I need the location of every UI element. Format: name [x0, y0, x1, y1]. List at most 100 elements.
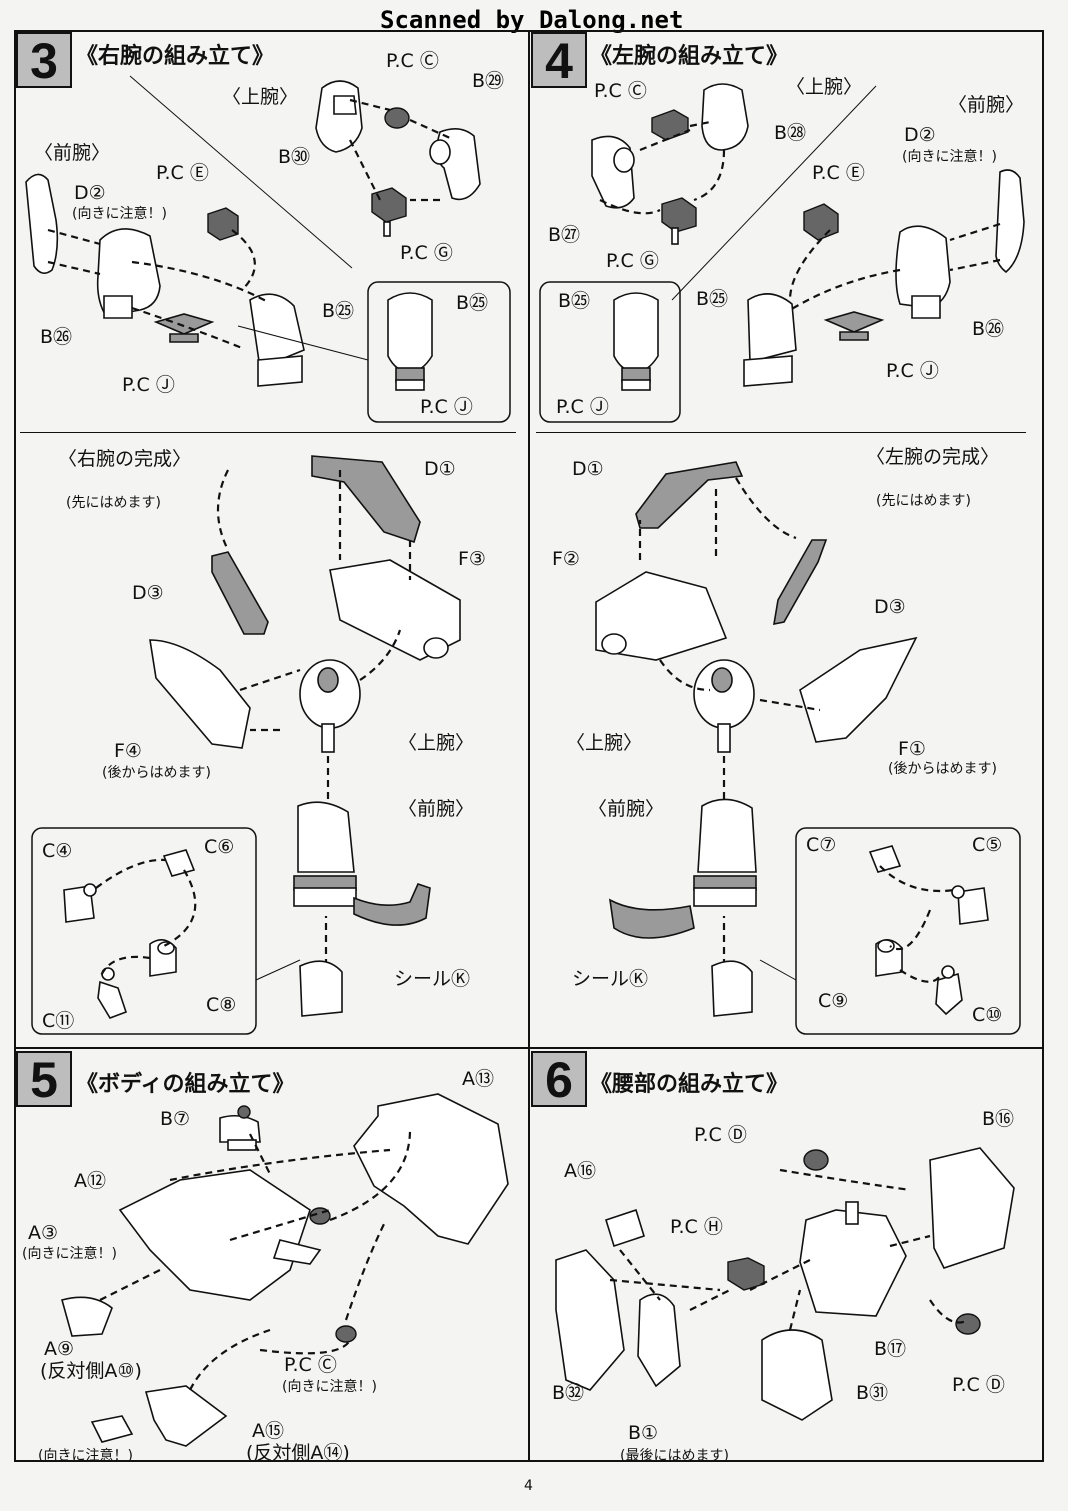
- step-6-title: 《腰部の組み立て》: [590, 1072, 789, 1097]
- l-f2-label: F②: [552, 548, 580, 570]
- r-f4-label: F④: [114, 740, 142, 762]
- s3-b26-label: B㉖: [40, 326, 73, 348]
- s6-b32-label: B㉜: [552, 1382, 585, 1404]
- step-3-number: 3: [16, 32, 72, 88]
- r-c6-label: C⑥: [204, 836, 235, 858]
- step-6-number: 6: [531, 1051, 587, 1107]
- r-upper-label: 〈上腕〉: [398, 732, 475, 754]
- s6-b1-label: B①: [628, 1422, 659, 1444]
- s6-pcd-bottom-label: P.C Ⓓ: [952, 1374, 1005, 1396]
- l-c10-label: C⑩: [972, 1004, 1003, 1026]
- s5-caution2-label: (向きに注意！): [282, 1379, 377, 1395]
- step3-inset-part: [387, 292, 433, 391]
- right-arm-complete-parts: [149, 455, 461, 1017]
- s3-forearm-label: 〈前腕〉: [34, 142, 111, 164]
- lower-divider: [14, 1047, 1044, 1049]
- left-arm-hands: [868, 845, 989, 1016]
- s4-upper-arm-label: 〈上腕〉: [786, 76, 863, 98]
- s5-a13-label: A⑬: [462, 1068, 494, 1090]
- l-f1-label: F①: [898, 738, 926, 760]
- l-upper-label: 〈上腕〉: [566, 732, 643, 754]
- s3-pcc-label: P.C Ⓒ: [386, 50, 439, 72]
- step-5-number: 5: [16, 1051, 72, 1107]
- step6-waist-parts: [555, 1147, 1015, 1421]
- l-first-label: (先にはめます): [876, 493, 971, 509]
- s4-pcj-label: P.C Ⓙ: [886, 360, 939, 382]
- step-4-title: 《左腕の組み立て》: [590, 44, 789, 69]
- s4-b25-label: B㉕: [696, 288, 729, 310]
- s3-inset-pcj-label: P.C Ⓙ: [420, 396, 473, 418]
- l-forearm-label: 〈前腕〉: [588, 798, 665, 820]
- s3-pcj-label: P.C Ⓙ: [122, 374, 175, 396]
- s3-b25-label: B㉕: [322, 300, 355, 322]
- l-c5-label: C⑤: [972, 834, 1003, 856]
- step3-inner-divider: [20, 432, 516, 433]
- l-d1-label: D①: [572, 458, 604, 480]
- s5-caution3-label: (向きに注意！): [38, 1448, 133, 1464]
- s6-pcd-top-label: P.C Ⓓ: [694, 1124, 747, 1146]
- r-seal-label: シールⓀ: [394, 968, 471, 990]
- l-d3-label: D③: [874, 596, 906, 618]
- s4-b26-label: B㉖: [972, 318, 1005, 340]
- s3-upper-arm-label: 〈上腕〉: [222, 86, 299, 108]
- s4-inset-b25-label: B㉕: [558, 290, 591, 312]
- s6-b31-label: B㉛: [856, 1382, 889, 1404]
- step4-upper-arm-parts: [591, 83, 749, 245]
- s5-opp-a10-label: (反対側A⑩): [40, 1360, 142, 1382]
- r-f3-label: F③: [458, 548, 486, 570]
- s5-opp-a14-label: (反対側A⑭): [246, 1442, 350, 1464]
- s5-a9-label: A⑨: [44, 1338, 75, 1360]
- s4-b28-label: B㉘: [774, 122, 807, 144]
- s5-a12-label: A⑫: [74, 1170, 106, 1192]
- center-divider: [528, 30, 530, 1462]
- r-d3-label: D③: [132, 582, 164, 604]
- r-forearm-label: 〈前腕〉: [398, 798, 475, 820]
- s3-pce-label: P.C Ⓔ: [156, 162, 209, 184]
- left-arm-complete-label: 〈左腕の完成〉: [866, 446, 1000, 468]
- s3-b29-label: B㉙: [472, 70, 505, 92]
- step4-inset-part: [613, 292, 659, 391]
- s6-pch-label: P.C Ⓗ: [670, 1216, 723, 1238]
- s5-a15-label: A⑮: [252, 1420, 284, 1442]
- step5-body-parts: [61, 1093, 509, 1447]
- s6-b17-label: B⑰: [874, 1338, 907, 1360]
- step3-forearm-parts: [25, 173, 305, 387]
- step3-upper-arm-parts: [315, 80, 481, 237]
- step4-forearm-parts: [743, 169, 1025, 387]
- s5-caution1-label: (向きに注意！): [22, 1246, 117, 1262]
- s4-inset-pcj-label: P.C Ⓙ: [556, 396, 609, 418]
- r-c11-label: C⑪: [42, 1010, 75, 1032]
- s5-a3-label: A③: [28, 1222, 59, 1244]
- page-number: 4: [524, 1478, 533, 1494]
- s5-b7-label: B⑦: [160, 1108, 191, 1130]
- s6-a16-label: A⑯: [564, 1160, 596, 1182]
- s4-b27-label: B㉗: [548, 224, 581, 246]
- s3-inset-b25-label: B㉕: [456, 292, 489, 314]
- l-seal-label: シールⓀ: [572, 968, 649, 990]
- s4-forearm-label: 〈前腕〉: [948, 94, 1025, 116]
- s4-pcc-label: P.C Ⓒ: [594, 80, 647, 102]
- l-c7-label: C⑦: [806, 834, 837, 856]
- step-3-title: 《右腕の組み立て》: [76, 44, 275, 69]
- l-after-label: (後からはめます): [888, 761, 997, 777]
- s3-d2-label: D②: [74, 182, 106, 204]
- r-c8-label: C⑧: [206, 994, 237, 1016]
- right-arm-complete-label: 〈右腕の完成〉: [58, 448, 192, 470]
- left-arm-complete-parts: [595, 461, 918, 1017]
- r-c4-label: C④: [42, 840, 73, 862]
- s3-b30-label: B㉚: [278, 146, 311, 168]
- right-arm-hands: [63, 849, 197, 1019]
- s4-pcg-label: P.C Ⓖ: [606, 250, 659, 272]
- s3-pcg-label: P.C Ⓖ: [400, 242, 453, 264]
- s4-pce-label: P.C Ⓔ: [812, 162, 865, 184]
- s4-caution-label: (向きに注意！): [902, 149, 997, 165]
- r-d1-label: D①: [424, 458, 456, 480]
- step4-inner-divider: [536, 432, 1026, 433]
- s6-last-label: (最後にはめます): [620, 1448, 729, 1464]
- r-after-label: (後からはめます): [102, 765, 211, 781]
- step-4-number: 4: [531, 32, 587, 88]
- s5-pcc-label: P.C Ⓒ: [284, 1354, 337, 1376]
- l-c9-label: C⑨: [818, 990, 849, 1012]
- s6-b16-label: B⑯: [982, 1108, 1015, 1130]
